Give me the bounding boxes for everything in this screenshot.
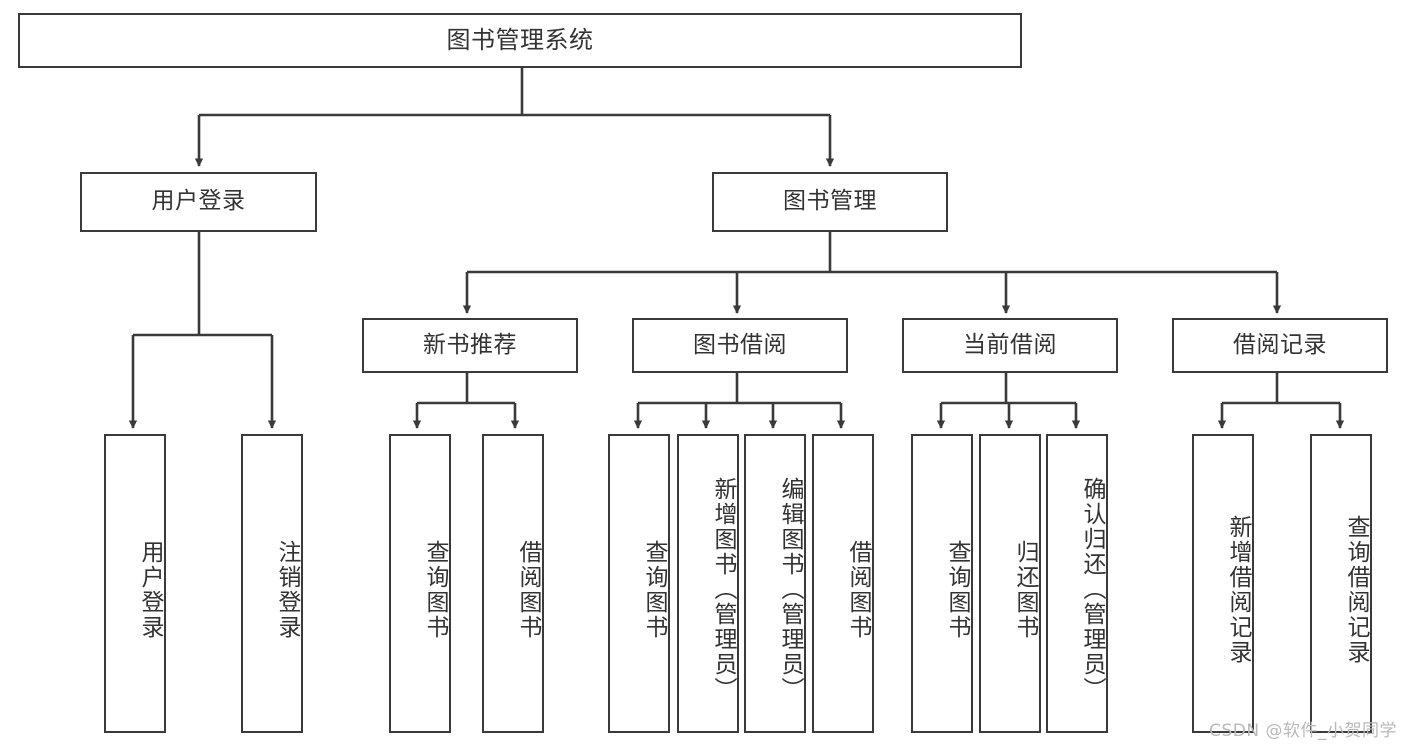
node-label: 查询借阅记录 bbox=[1343, 514, 1369, 665]
csdn-watermark: CSDN @软件_小贺同学 bbox=[1209, 721, 1397, 741]
node-label: 用户登录 bbox=[151, 188, 246, 215]
node-label: 查询图书 bbox=[641, 539, 667, 640]
node-label: 图书管理 bbox=[783, 188, 877, 215]
node-leaf-edit-book[interactable]: 编辑图书（管理员） bbox=[744, 434, 806, 733]
node-leaf-borrow-book-1[interactable]: 借阅图书 bbox=[482, 434, 544, 733]
node-label: 确认归还（管理员） bbox=[1079, 477, 1105, 702]
node-user-login[interactable]: 用户登录 bbox=[80, 172, 317, 232]
node-book-borrow[interactable]: 图书借阅 bbox=[632, 318, 848, 373]
node-label: 图书借阅 bbox=[693, 331, 787, 358]
node-label: 借阅图书 bbox=[515, 539, 541, 640]
node-label: 查询图书 bbox=[422, 539, 448, 640]
node-current-borrow[interactable]: 当前借阅 bbox=[902, 318, 1118, 373]
node-borrow-record[interactable]: 借阅记录 bbox=[1172, 318, 1388, 373]
node-leaf-query-record[interactable]: 查询借阅记录 bbox=[1310, 434, 1372, 733]
node-label: 新增借阅记录 bbox=[1225, 514, 1251, 665]
node-label: 图书管理系统 bbox=[446, 26, 594, 55]
node-label: 新增图书（管理员） bbox=[710, 477, 736, 702]
node-leaf-query-book-2[interactable]: 查询图书 bbox=[608, 434, 670, 733]
node-root-system[interactable]: 图书管理系统 bbox=[18, 13, 1022, 68]
node-leaf-confirm-return[interactable]: 确认归还（管理员） bbox=[1046, 434, 1108, 733]
node-label: 归还图书 bbox=[1012, 539, 1038, 640]
node-label: 查询图书 bbox=[944, 539, 970, 640]
node-label: 注销登录 bbox=[274, 539, 300, 640]
node-label: 用户登录 bbox=[137, 539, 163, 640]
node-leaf-add-record[interactable]: 新增借阅记录 bbox=[1192, 434, 1254, 733]
node-leaf-return-book[interactable]: 归还图书 bbox=[979, 434, 1041, 733]
node-leaf-query-book-1[interactable]: 查询图书 bbox=[389, 434, 451, 733]
node-leaf-query-book-3[interactable]: 查询图书 bbox=[911, 434, 973, 733]
node-new-book-recommend[interactable]: 新书推荐 bbox=[362, 318, 578, 373]
node-leaf-borrow-book-2[interactable]: 借阅图书 bbox=[812, 434, 874, 733]
node-label: 当前借阅 bbox=[963, 331, 1057, 358]
node-leaf-user-login[interactable]: 用户登录 bbox=[104, 434, 166, 733]
node-book-manage[interactable]: 图书管理 bbox=[712, 172, 948, 232]
node-leaf-add-book[interactable]: 新增图书（管理员） bbox=[677, 434, 739, 733]
node-label: 编辑图书（管理员） bbox=[777, 477, 803, 702]
node-label: 借阅记录 bbox=[1233, 331, 1327, 358]
node-label: 借阅图书 bbox=[845, 539, 871, 640]
node-label: 新书推荐 bbox=[423, 331, 517, 358]
node-leaf-logout-login[interactable]: 注销登录 bbox=[241, 434, 303, 733]
